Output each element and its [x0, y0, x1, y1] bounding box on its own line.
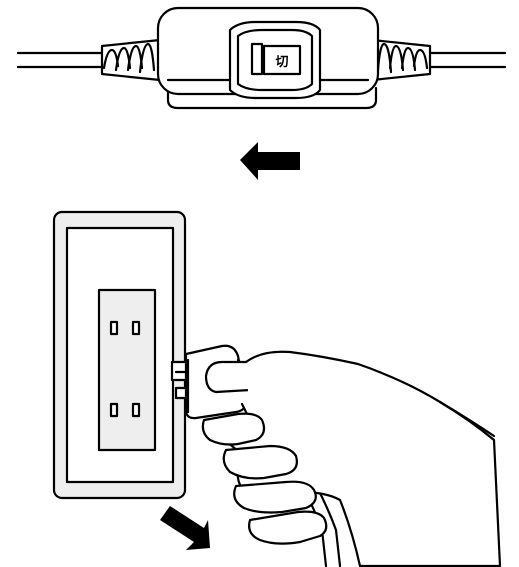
upper-socket-slots [109, 320, 141, 336]
wall-outlet-icon [52, 210, 187, 500]
rocker-switch-button[interactable]: 切 [228, 20, 322, 100]
hand-icon [201, 350, 502, 567]
right-cable [426, 51, 507, 69]
right-strain-relief [370, 38, 432, 82]
lower-socket-slots [109, 402, 141, 418]
arrow-down-left-icon [160, 506, 210, 550]
outlet-face [97, 288, 157, 452]
switch-off-label: 切 [275, 55, 288, 70]
left-strain-relief [100, 38, 162, 82]
left-cable [16, 51, 107, 69]
inline-switch-icon: 切 [16, 6, 507, 110]
arrow-left-icon [240, 142, 300, 180]
